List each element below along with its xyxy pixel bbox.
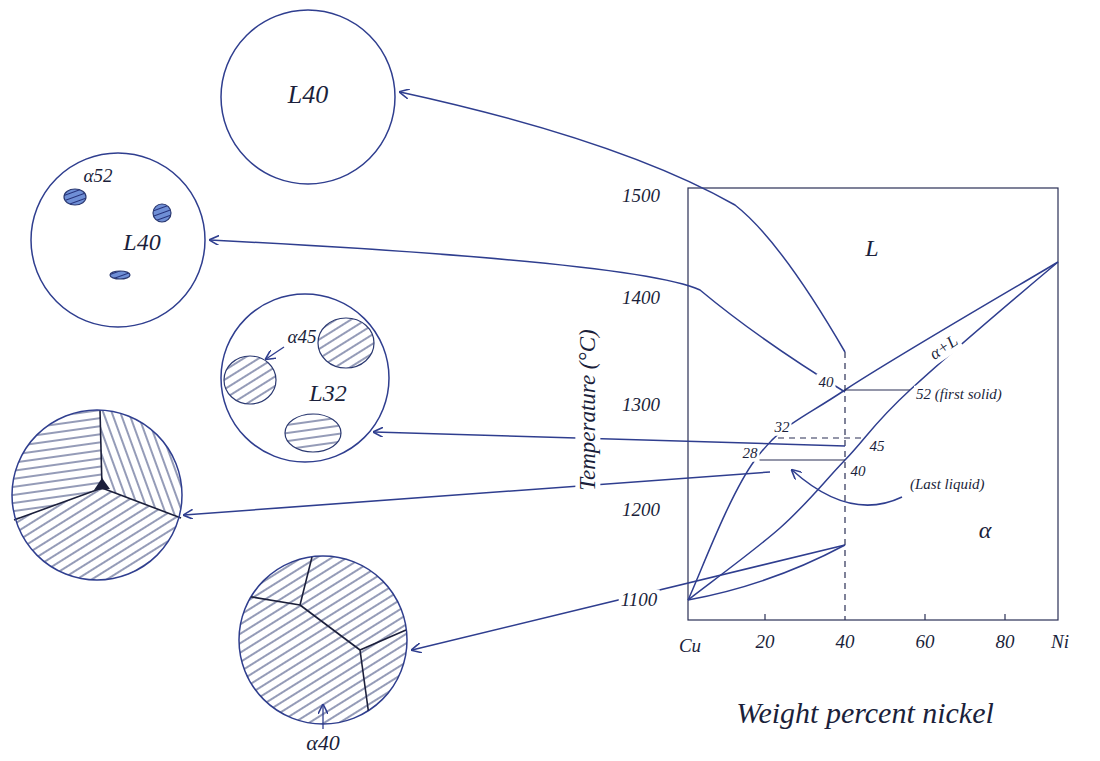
axis-tick-label: 80 — [994, 632, 1017, 653]
last-liquid-arrow — [792, 470, 902, 505]
phase-label: L — [863, 235, 880, 261]
axis-title: Weight percent nickel — [734, 696, 996, 729]
phase-label: α45 — [288, 327, 317, 348]
circle-outline — [220, 293, 390, 463]
phase-label: α+L — [925, 331, 964, 365]
circle-outline — [30, 152, 206, 328]
leader-arrow — [400, 92, 845, 352]
axis-title: Temperature (°C) — [575, 327, 600, 492]
lower-curve — [688, 545, 845, 600]
solidus-curve — [688, 262, 1058, 600]
phase-label: α52 — [84, 166, 113, 187]
axis-tick-label: 40 — [834, 632, 857, 653]
liquidus-curve — [688, 262, 1058, 600]
axis-tick-label: 1300 — [620, 395, 662, 416]
axis-tick-label: 1200 — [620, 500, 662, 521]
composition-value: 40 — [849, 463, 868, 480]
axis-tick-label: 60 — [914, 632, 937, 653]
composition-value: 40 — [817, 374, 836, 391]
composition-value: 52 (first solid) — [914, 386, 1004, 403]
leader-arrow — [184, 472, 770, 515]
leader-arrow — [412, 545, 845, 650]
axis-tick-label: 1100 — [619, 590, 660, 611]
microstructure-circle: α45L32 — [220, 293, 390, 463]
phase-label: L40 — [123, 229, 160, 255]
phase-boundaries — [688, 262, 1058, 600]
phase-label: α — [977, 517, 994, 543]
microstructure-circle: α40 — [238, 555, 408, 725]
grain-microstructure — [0, 400, 200, 600]
tie-lines — [755, 352, 910, 620]
composition-value: 32 — [773, 419, 792, 436]
annotation: (Last liquid) — [908, 476, 987, 493]
axis-tick-label: 1400 — [620, 288, 662, 309]
microstructure-circle: L40 — [220, 9, 396, 185]
composition-value: 45 — [868, 438, 887, 455]
axis-tick-label: 20 — [754, 632, 777, 653]
axis-tick-label: Cu — [677, 636, 703, 657]
axis-tick-label: Ni — [1049, 632, 1071, 653]
composition-value: 28 — [741, 445, 760, 462]
phase-label: α40 — [306, 731, 340, 755]
chart-frame — [688, 188, 1058, 620]
phase-label: L32 — [309, 380, 346, 406]
microstructure-circle: α52L40 — [30, 152, 206, 328]
circle-outline — [238, 555, 408, 725]
axis-tick-label: 1500 — [620, 186, 662, 207]
phase-label: L40 — [288, 81, 328, 110]
